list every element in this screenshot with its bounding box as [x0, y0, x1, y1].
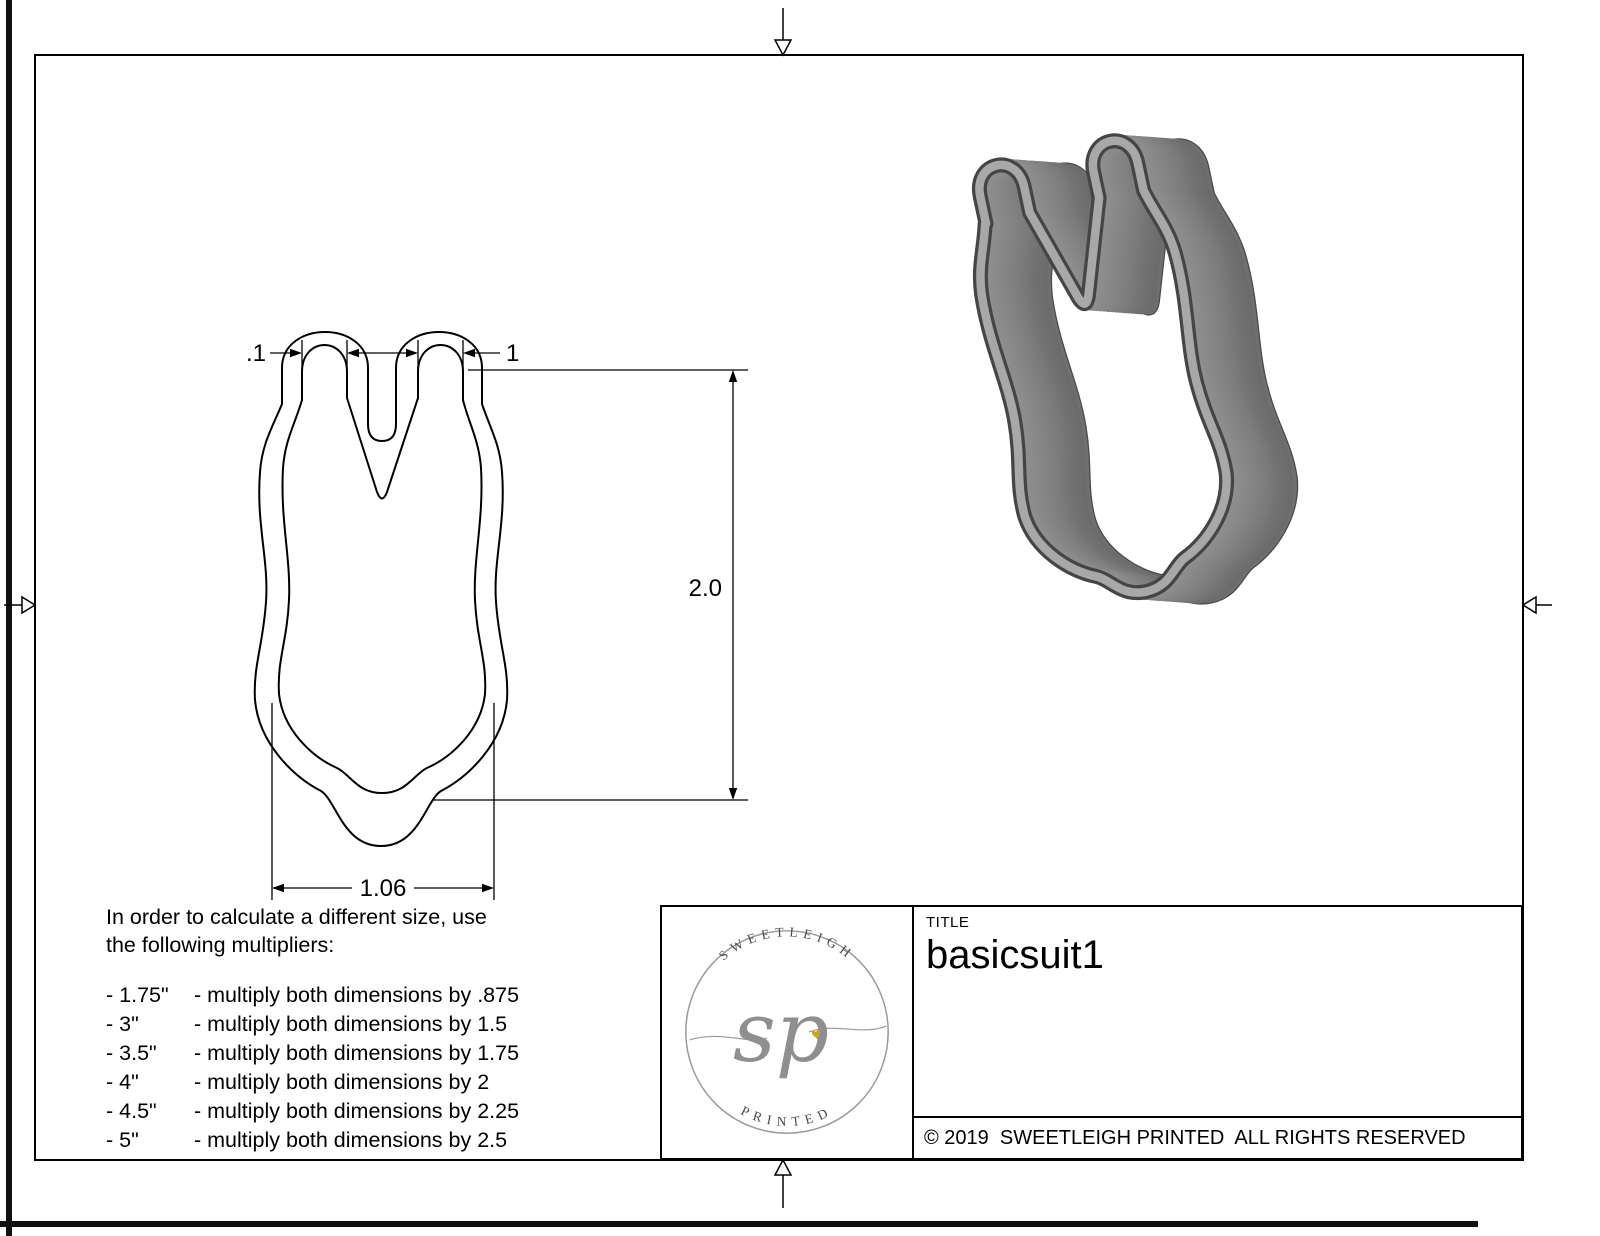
- multiplier-size: - 3.5": [106, 1041, 157, 1065]
- multiplier-size: - 3": [106, 1012, 139, 1036]
- dimension-height: 2.0: [432, 369, 748, 801]
- title-label: TITLE: [926, 914, 970, 931]
- dim-height-label: 2.0: [689, 575, 722, 602]
- multiplier-row: - 3" - multiply both dimensions by 1.5: [106, 1010, 606, 1039]
- multiplier-row: - 1.75" - multiply both dimensions by .8…: [106, 981, 606, 1010]
- instructions-intro-line2: the following multipliers:: [106, 933, 335, 957]
- dim-wall-label: .1: [246, 340, 266, 367]
- multiplier-rule: - multiply both dimensions by 1.5: [194, 1012, 508, 1036]
- copyright-text: © 2019 SWEETLEIGH PRINTED ALL RIGHTS RES…: [924, 1126, 1466, 1149]
- sweetleigh-logo: SWEETLEIGH PRINTED sp ♥: [685, 924, 889, 1134]
- title-column: TITLE basicsuit1 © 2019 SWEETLEIGH PRINT…: [914, 907, 1521, 1158]
- center-mark-top: [773, 8, 793, 57]
- logo-circle: [685, 929, 889, 1134]
- multiplier-row: - 3.5" - multiply both dimensions by 1.7…: [106, 1039, 606, 1068]
- title-block: SWEETLEIGH PRINTED sp ♥ TITLE basicsuit1…: [660, 905, 1523, 1160]
- multiplier-row: - 5" - multiply both dimensions by 2.5: [106, 1126, 606, 1155]
- suit-outer-contour: [253, 331, 509, 847]
- logo-monogram: sp: [733, 983, 829, 1080]
- multiplier-size: - 4": [106, 1070, 139, 1094]
- copyright-row: © 2019 SWEETLEIGH PRINTED ALL RIGHTS RES…: [914, 1116, 1521, 1158]
- cutter-2d-drawing: .1 1 2.0: [246, 331, 748, 902]
- cutter-3d-view: [952, 119, 1312, 631]
- logo-arc-top-text: SWEETLEIGH: [716, 924, 858, 963]
- logo-swash-right: [808, 1025, 887, 1033]
- multiplier-size: - 4.5": [106, 1099, 157, 1123]
- dim-bottom-width-label: 1.06: [360, 875, 407, 902]
- multiplier-rule: - multiply both dimensions by 2.25: [194, 1099, 520, 1123]
- drawing-title: basicsuit1: [926, 933, 1104, 977]
- dimension-top-width: 1: [463, 340, 519, 367]
- center-mark-right: [1521, 595, 1552, 615]
- multiplier-rule: - multiply both dimensions by 1.75: [194, 1041, 520, 1065]
- title-area: TITLE basicsuit1: [914, 907, 1521, 1116]
- multiplier-rule: - multiply both dimensions by 2.5: [194, 1128, 508, 1152]
- logo-swash-left: [689, 1035, 768, 1041]
- instructions-intro-line1: In order to calculate a different size, …: [106, 905, 487, 929]
- dimension-bottom-width: 1.06: [271, 703, 495, 902]
- logo-arc-bottom-text: PRINTED: [739, 1102, 836, 1128]
- center-mark-left: [4, 595, 37, 615]
- logo-heart-icon: ♥: [810, 1024, 824, 1045]
- page-edge-left: [6, 0, 12, 1236]
- multiplier-size: - 1.75": [106, 983, 169, 1007]
- dim-top-width-label: 1: [506, 340, 519, 367]
- multiplier-row: - 4.5" - multiply both dimensions by 2.2…: [106, 1097, 606, 1126]
- frame-border: [34, 54, 1524, 1161]
- sizing-instructions: In order to calculate a different size, …: [106, 903, 606, 1155]
- multiplier-rule: - multiply both dimensions by 2: [194, 1070, 490, 1094]
- center-mark-bottom: [773, 1158, 793, 1208]
- dimension-wall: .1: [246, 340, 464, 370]
- instructions-intro: In order to calculate a different size, …: [106, 903, 606, 959]
- suit-inner-contour: [277, 344, 487, 794]
- page-edge-bottom: [0, 1221, 1478, 1227]
- multiplier-rule: - multiply both dimensions by .875: [194, 983, 520, 1007]
- multiplier-size: - 5": [106, 1128, 139, 1152]
- multiplier-row: - 4" - multiply both dimensions by 2: [106, 1068, 606, 1097]
- logo-cell: SWEETLEIGH PRINTED sp ♥: [662, 907, 914, 1158]
